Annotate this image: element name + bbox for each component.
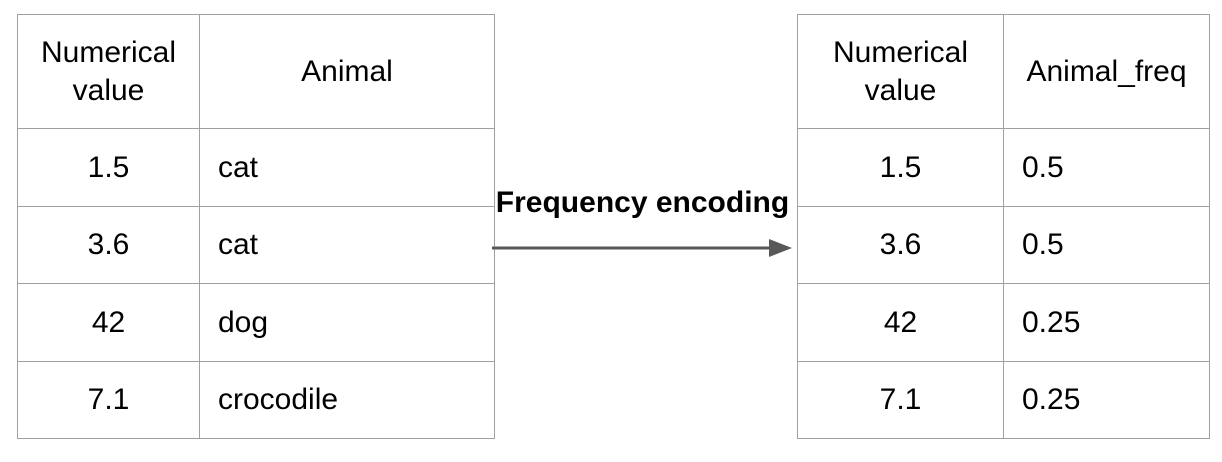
table-cell: 0.5 bbox=[1003, 205, 1210, 284]
column-header: Numerical value bbox=[17, 14, 200, 129]
table-cell: 3.6 bbox=[17, 205, 200, 284]
column-header: Animal_freq bbox=[1003, 14, 1210, 129]
table-cell: 1.5 bbox=[17, 128, 200, 207]
table-cell: 7.1 bbox=[17, 360, 200, 439]
column-header: Numerical value bbox=[797, 14, 1004, 129]
table-cell: cat bbox=[199, 205, 495, 284]
arrow-right-icon bbox=[492, 239, 792, 257]
table-cell: 0.5 bbox=[1003, 128, 1210, 207]
column-header: Animal bbox=[199, 14, 495, 129]
transform-label: Frequency encoding bbox=[495, 186, 790, 219]
table-cell: 0.25 bbox=[1003, 283, 1210, 362]
table-cell: 3.6 bbox=[797, 205, 1004, 284]
table-cell: cat bbox=[199, 128, 495, 207]
table-cell: 1.5 bbox=[797, 128, 1004, 207]
table-cell: 42 bbox=[797, 283, 1004, 362]
table-cell: 7.1 bbox=[797, 360, 1004, 439]
table-cell: crocodile bbox=[199, 360, 495, 439]
table-cell: dog bbox=[199, 283, 495, 362]
table-cell: 42 bbox=[17, 283, 200, 362]
table-cell: 0.25 bbox=[1003, 360, 1210, 439]
